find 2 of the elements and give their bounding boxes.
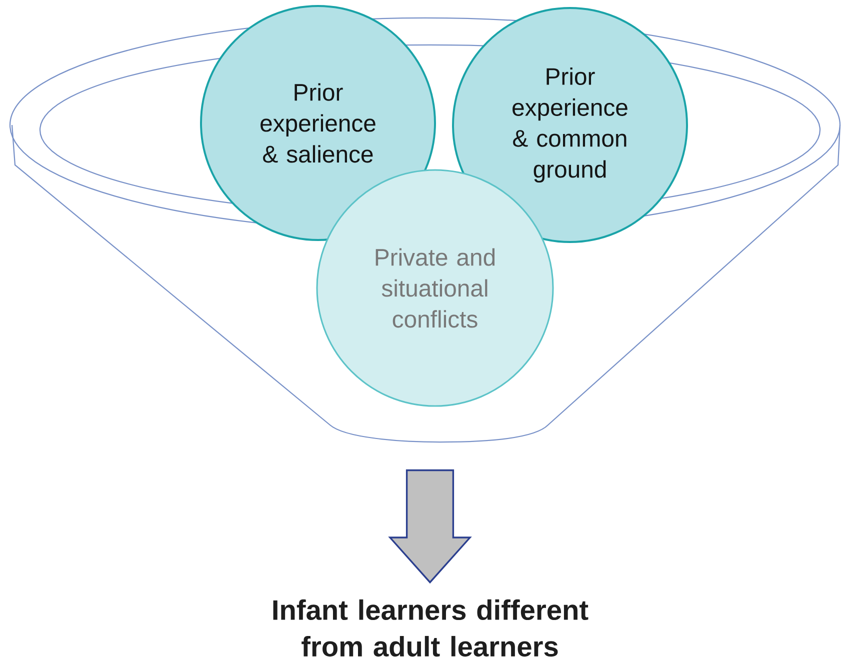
block-arrow [388, 469, 472, 584]
result-text: Infant learners different from adult learners [273, 599, 588, 657]
